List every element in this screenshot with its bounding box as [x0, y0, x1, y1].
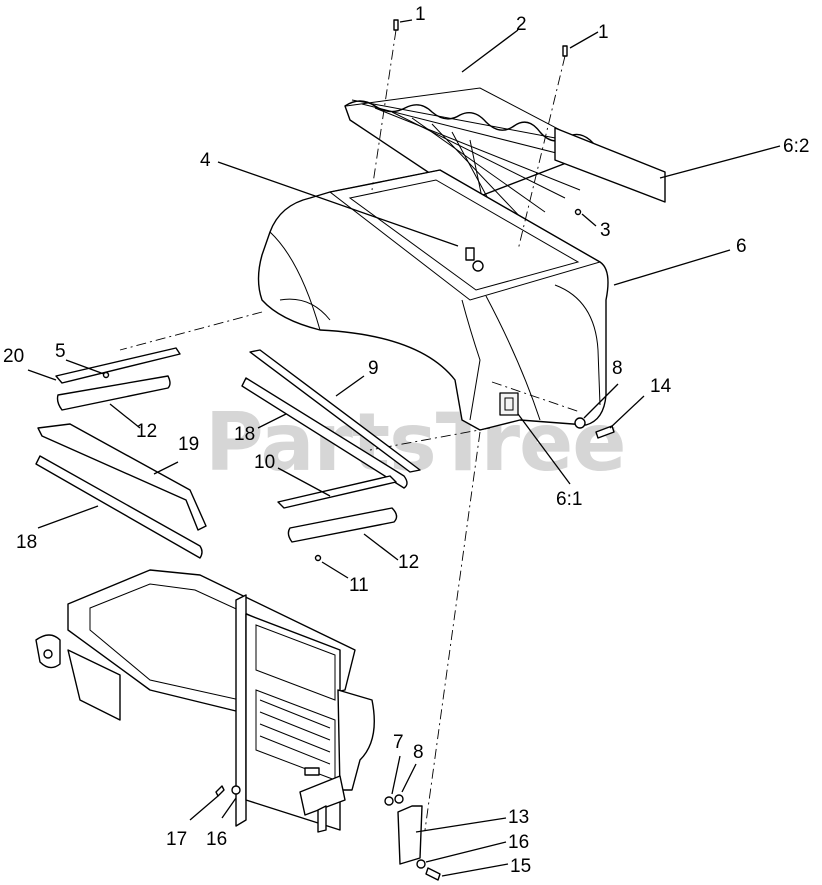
callout-12-middle: 12	[398, 552, 419, 573]
part-18-seal-left	[35, 455, 203, 559]
callout-18-middle: 18	[234, 424, 255, 445]
callout-5: 5	[55, 341, 66, 362]
callout-13: 13	[508, 807, 529, 828]
part-16-washer-left	[231, 785, 241, 795]
callout-8-lower: 8	[413, 742, 424, 763]
frame-assembly	[35, 569, 375, 833]
part-1-pin-left	[393, 19, 399, 31]
callout-10: 10	[254, 452, 275, 473]
callout-8-upper: 8	[612, 358, 623, 379]
callout-2: 2	[516, 14, 527, 35]
callout-9: 9	[368, 358, 379, 379]
callout-19: 19	[178, 434, 199, 455]
callout-15: 15	[510, 856, 531, 877]
part-10-bracket	[277, 475, 397, 509]
callout-14: 14	[650, 376, 672, 397]
part-13-plate	[397, 805, 423, 865]
part-17-bolt	[215, 785, 225, 797]
callout-4: 4	[200, 150, 211, 171]
callout-16-left: 16	[206, 829, 227, 850]
part-14-bolt	[595, 425, 615, 439]
part-11-nut	[314, 554, 322, 562]
part-1-pin-right	[562, 45, 568, 57]
callout-12-left: 12	[136, 421, 157, 442]
part-3-screw	[574, 208, 582, 216]
part-8-washer-lower	[394, 794, 404, 804]
callout-6-2: 6:2	[783, 136, 809, 157]
callout-1-left: 1	[415, 4, 426, 25]
callout-7: 7	[393, 732, 404, 753]
part-9-bracket	[249, 349, 421, 473]
callout-18-left: 18	[16, 532, 37, 553]
part-6-hood	[257, 169, 609, 431]
callout-3: 3	[600, 220, 611, 241]
part-16-washer-right	[416, 859, 426, 869]
callout-17: 17	[166, 829, 187, 850]
part-7-nut	[384, 796, 394, 806]
part-12-rubber-strip-middle	[287, 507, 398, 543]
part-6-1-decal	[499, 392, 519, 416]
part-18-seal-middle	[241, 377, 408, 489]
part-19-bracket	[37, 423, 207, 531]
callout-16-right: 16	[508, 832, 529, 853]
callout-20: 20	[3, 346, 24, 367]
part-5-bracket	[55, 347, 181, 384]
part-8-washer-upper	[574, 417, 586, 429]
part-15-bolt	[425, 867, 441, 881]
part-6-2-decal	[554, 127, 666, 203]
callout-6-1: 6:1	[556, 489, 582, 510]
part-12-rubber-strip-left	[56, 375, 171, 411]
callout-6: 6	[736, 236, 747, 257]
callout-1-right: 1	[598, 22, 609, 43]
callout-11: 11	[349, 575, 369, 596]
